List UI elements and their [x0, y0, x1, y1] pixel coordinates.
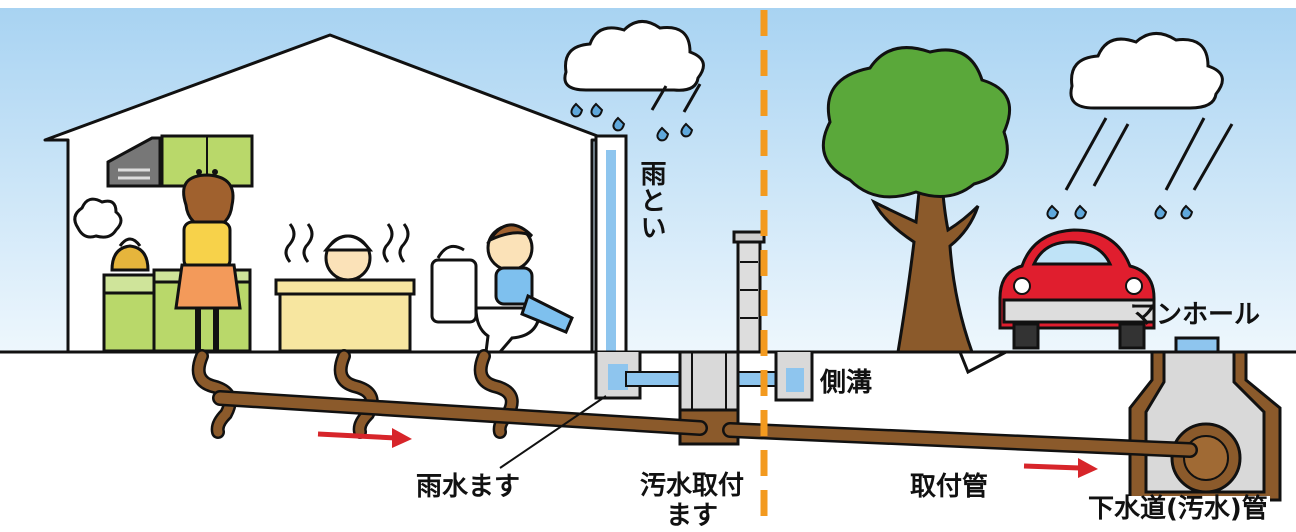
sewage-basin-label: 汚水取付 ます [640, 471, 745, 531]
toilet-icon [430, 223, 574, 354]
range-hood-icon [106, 136, 162, 188]
car-icon [998, 228, 1156, 350]
bathtub-icon [274, 223, 416, 353]
manhole-shaft [1128, 350, 1282, 502]
manhole-cover [1174, 336, 1220, 354]
downspout-pipe [594, 134, 628, 386]
rain-streaks [650, 83, 1234, 191]
flow-arrow [317, 428, 412, 448]
rainwater-basin-label: 雨水ます [416, 472, 521, 502]
side-ditch-label: 側溝 [820, 368, 873, 398]
steam-icon [73, 197, 123, 239]
sewer-main-label: 下水道(汚水)管 [1086, 494, 1270, 524]
flow-arrow [1023, 458, 1098, 478]
connection-pipe-fill [724, 424, 1196, 456]
tree-icon [821, 46, 1012, 354]
leader-line [499, 395, 607, 469]
connection-pipe-label: 取付管 [910, 472, 989, 502]
side-ditch [774, 352, 814, 402]
house-sewer-pipe-fill [214, 392, 706, 434]
cloud-icon [563, 20, 705, 92]
cloud-icon [1069, 32, 1224, 110]
kettle-icon [110, 237, 150, 272]
manhole-label: マンホール [1130, 300, 1261, 330]
vent-pipe [732, 230, 766, 354]
road-drain [957, 350, 1007, 375]
downspout-label: 雨とい [636, 160, 666, 241]
raindrop-icon [570, 102, 1194, 220]
mother-figure [174, 173, 242, 350]
kitchen-counter [102, 268, 252, 353]
